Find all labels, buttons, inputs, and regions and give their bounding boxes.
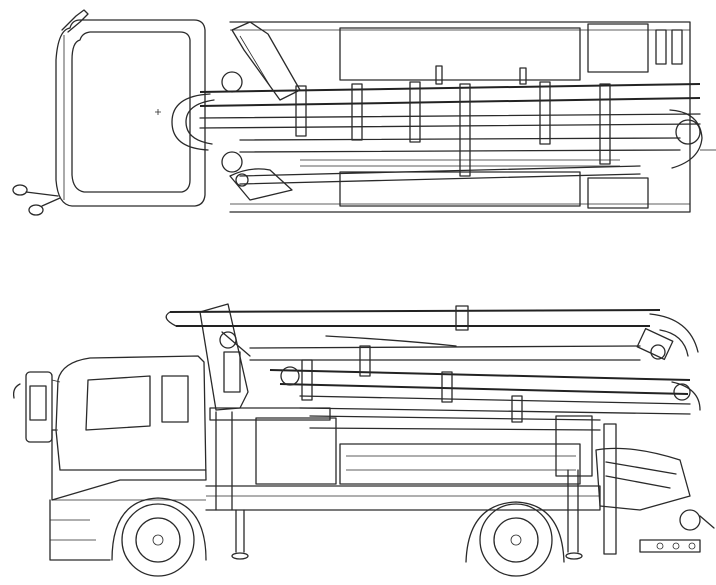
side-turret [199, 303, 331, 421]
top-rear-grill-lower [587, 177, 649, 209]
side-hopper [595, 447, 715, 553]
top-hopper [669, 109, 716, 169]
top-clamps [295, 65, 611, 177]
top-boom-turret [171, 71, 243, 173]
side-boom-1 [165, 305, 661, 331]
top-cab [55, 19, 206, 207]
side-view [12, 303, 715, 577]
top-hydraulic-cylinder [229, 21, 301, 201]
top-boom-sections [199, 83, 701, 185]
side-boom-2 [249, 335, 641, 361]
side-front-wheel [111, 497, 207, 577]
top-chassis [229, 21, 691, 213]
side-joints [219, 331, 666, 423]
side-bumper [49, 499, 111, 561]
side-boom-4 [309, 415, 601, 431]
side-chassis [205, 415, 601, 511]
side-boom-3 [269, 369, 691, 415]
side-rear-wheel [465, 501, 565, 577]
side-rear-outrigger [565, 423, 617, 560]
top-mirror-top [61, 9, 89, 33]
side-cab [51, 355, 207, 501]
top-mirror-bottom [12, 184, 61, 216]
side-mirror [12, 371, 61, 443]
top-rear-grill-upper [587, 23, 683, 73]
side-front-outrigger [215, 411, 249, 560]
side-boom-tip-elbows [636, 313, 701, 411]
top-view [12, 9, 716, 216]
